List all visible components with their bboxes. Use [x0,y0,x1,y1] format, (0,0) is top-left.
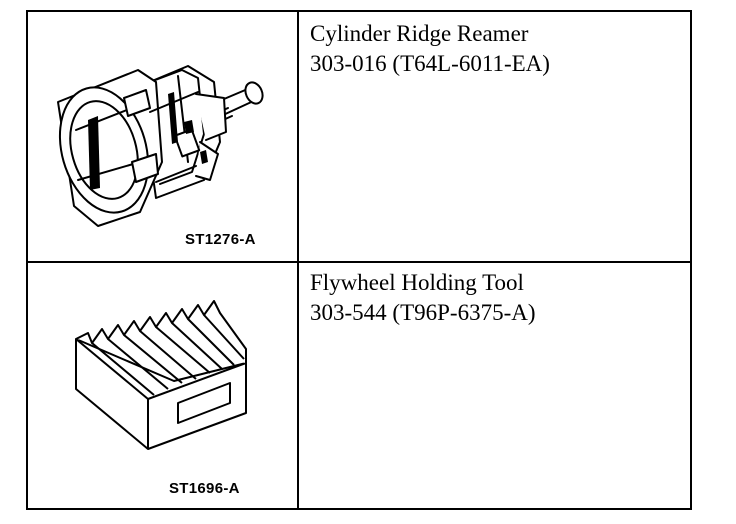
tool-row: ST1276-A Cylinder Ridge Reamer 303-016 (… [28,12,690,263]
tool-number: 303-016 (T64L-6011-EA) [310,51,550,76]
figure-code: ST1276-A [185,231,256,248]
flywheel-holding-tool-icon [75,300,247,450]
tool-illustration-cell: ST1696-A [28,263,299,510]
tool-name: Flywheel Holding Tool [310,270,524,295]
cylinder-ridge-reamer-icon [57,65,264,227]
figure-code: ST1696-A [169,480,240,497]
tool-row: ST1696-A Flywheel Holding Tool 303-544 (… [28,263,690,510]
tool-number: 303-544 (T96P-6375-A) [310,300,536,325]
tool-name: Cylinder Ridge Reamer [310,21,529,46]
tool-description-cell: Flywheel Holding Tool 303-544 (T96P-6375… [299,263,690,510]
special-tools-table: ST1276-A Cylinder Ridge Reamer 303-016 (… [26,10,692,510]
tool-illustration-cell: ST1276-A [28,12,299,261]
tool-description-cell: Cylinder Ridge Reamer 303-016 (T64L-6011… [299,12,690,261]
